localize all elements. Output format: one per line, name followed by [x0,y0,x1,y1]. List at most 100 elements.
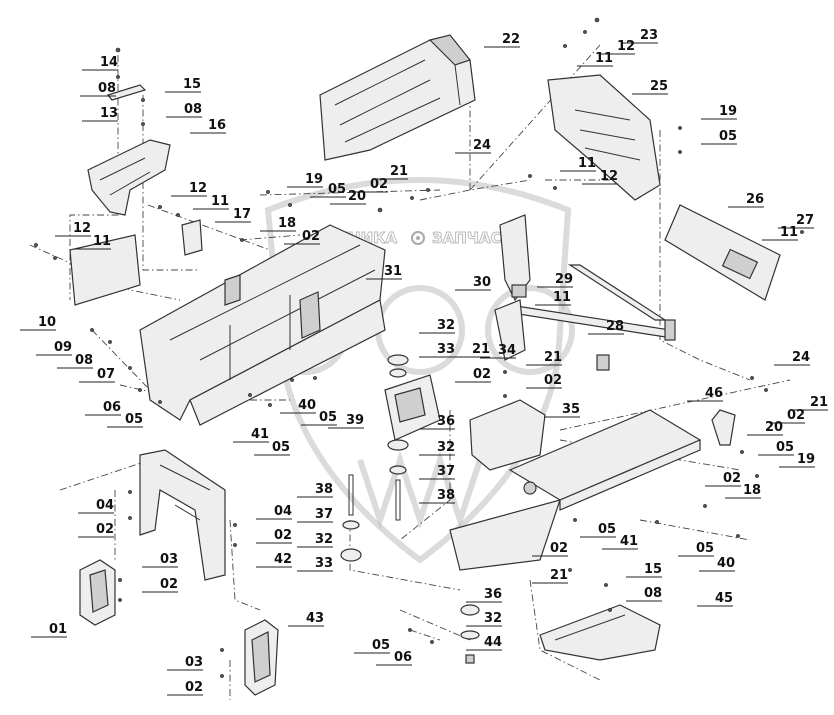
callout-number: 11 [578,156,596,171]
callout-c-45: 45 [697,591,733,607]
callout-number: 11 [595,51,613,66]
callout-number: 33 [437,342,455,357]
callout-number: 12 [600,169,618,184]
callout-c-11d: 11 [762,225,798,241]
callout-number: 41 [620,534,638,549]
callout-number: 20 [765,420,783,435]
callout-c-02b: 02 [284,229,320,245]
callout-number: 46 [705,386,723,401]
callout-c-19c: 19 [779,452,815,468]
callout-c-02i: 02 [532,541,568,557]
part-01-block [79,559,116,626]
callout-number: 03 [185,655,203,670]
callout-number: 18 [743,483,761,498]
callout-c-38b: 38 [419,488,455,504]
callout-c-05a: 05 [701,129,737,145]
callout-number: 36 [437,414,455,429]
callout-c-22: 22 [484,32,520,48]
callout-number: 13 [100,106,118,121]
callout-c-39: 39 [328,413,364,429]
callout-c-01: 01 [31,622,67,638]
callout-number: 06 [103,400,121,415]
callout-number: 39 [346,413,364,428]
callout-c-20a: 20 [330,189,366,205]
callout-number: 05 [696,541,714,556]
callout-c-02g: 02 [78,522,114,538]
callout-number: 12 [73,221,91,236]
callout-c-30: 30 [455,275,491,291]
callout-number: 32 [315,532,333,547]
part-13-plate [106,84,147,101]
callout-number: 34 [498,343,516,358]
callout-c-29: 29 [537,272,573,288]
callout-number: 11 [553,290,571,305]
callout-c-05i: 05 [354,638,390,654]
callout-c-08c: 08 [57,353,93,369]
callout-c-16: 16 [190,118,226,134]
callout-c-02e: 02 [769,408,805,424]
callout-c-37b: 37 [297,507,333,523]
callout-c-33b: 33 [297,556,333,572]
part-22-frame [319,34,476,161]
callout-c-25: 25 [632,79,668,95]
callout-number: 04 [96,498,114,513]
callout-c-28: 28 [588,319,624,335]
callout-c-34: 34 [480,343,516,359]
part-39-bracket [384,299,526,441]
callout-number: 44 [484,635,502,650]
callout-c-11c: 11 [193,194,229,210]
callout-c-06a: 06 [85,400,121,416]
callout-number: 07 [97,367,115,382]
callout-c-15a: 15 [165,77,201,93]
callout-c-02j: 02 [142,577,178,593]
callout-number: 14 [100,55,118,70]
callout-number: 05 [328,182,346,197]
callout-number: 21 [390,164,408,179]
callout-number: 02 [185,680,203,695]
callout-number: 38 [437,488,455,503]
callout-number: 02 [544,373,562,388]
callout-number: 11 [211,194,229,209]
callout-c-41a: 41 [233,427,269,443]
callout-number: 21 [810,395,828,410]
callout-number: 11 [780,225,798,240]
callout-number: 24 [792,350,810,365]
callout-number: 17 [233,207,251,222]
callout-number: 26 [746,192,764,207]
callout-number: 45 [715,591,733,606]
callout-number: 32 [437,440,455,455]
callout-c-14a: 14 [82,55,118,71]
callout-c-15b: 15 [626,562,662,578]
callout-c-21b: 21 [454,342,490,358]
callout-c-05c: 05 [107,412,143,428]
callout-c-08b: 08 [166,102,202,118]
callout-number: 40 [298,398,316,413]
callout-number: 04 [274,504,292,519]
callout-number: 11 [93,234,111,249]
part-45-step [539,604,661,661]
callout-c-18a: 18 [260,216,296,232]
callout-number: 06 [394,650,412,665]
callout-number: 41 [251,427,269,442]
callout-number: 16 [208,118,226,133]
callout-c-42: 42 [256,552,292,568]
callout-c-02h: 02 [256,528,292,544]
part-25-frame [547,74,661,201]
callout-number: 02 [787,408,805,423]
callout-number: 05 [125,412,143,427]
callout-c-05d: 05 [301,410,337,426]
callout-c-43: 43 [288,611,324,627]
callout-c-11e: 11 [75,234,111,250]
callout-number: 24 [473,138,491,153]
callout-number: 02 [274,528,292,543]
part-fastener-stack [340,354,409,562]
callout-c-46: 46 [687,386,723,402]
part-42-bracket [139,449,226,581]
callout-number: 05 [719,129,737,144]
callout-number: 08 [75,353,93,368]
callout-number: 05 [598,522,616,537]
callout-number: 35 [562,402,580,417]
callout-number: 10 [38,315,56,330]
callout-number: 15 [183,77,201,92]
